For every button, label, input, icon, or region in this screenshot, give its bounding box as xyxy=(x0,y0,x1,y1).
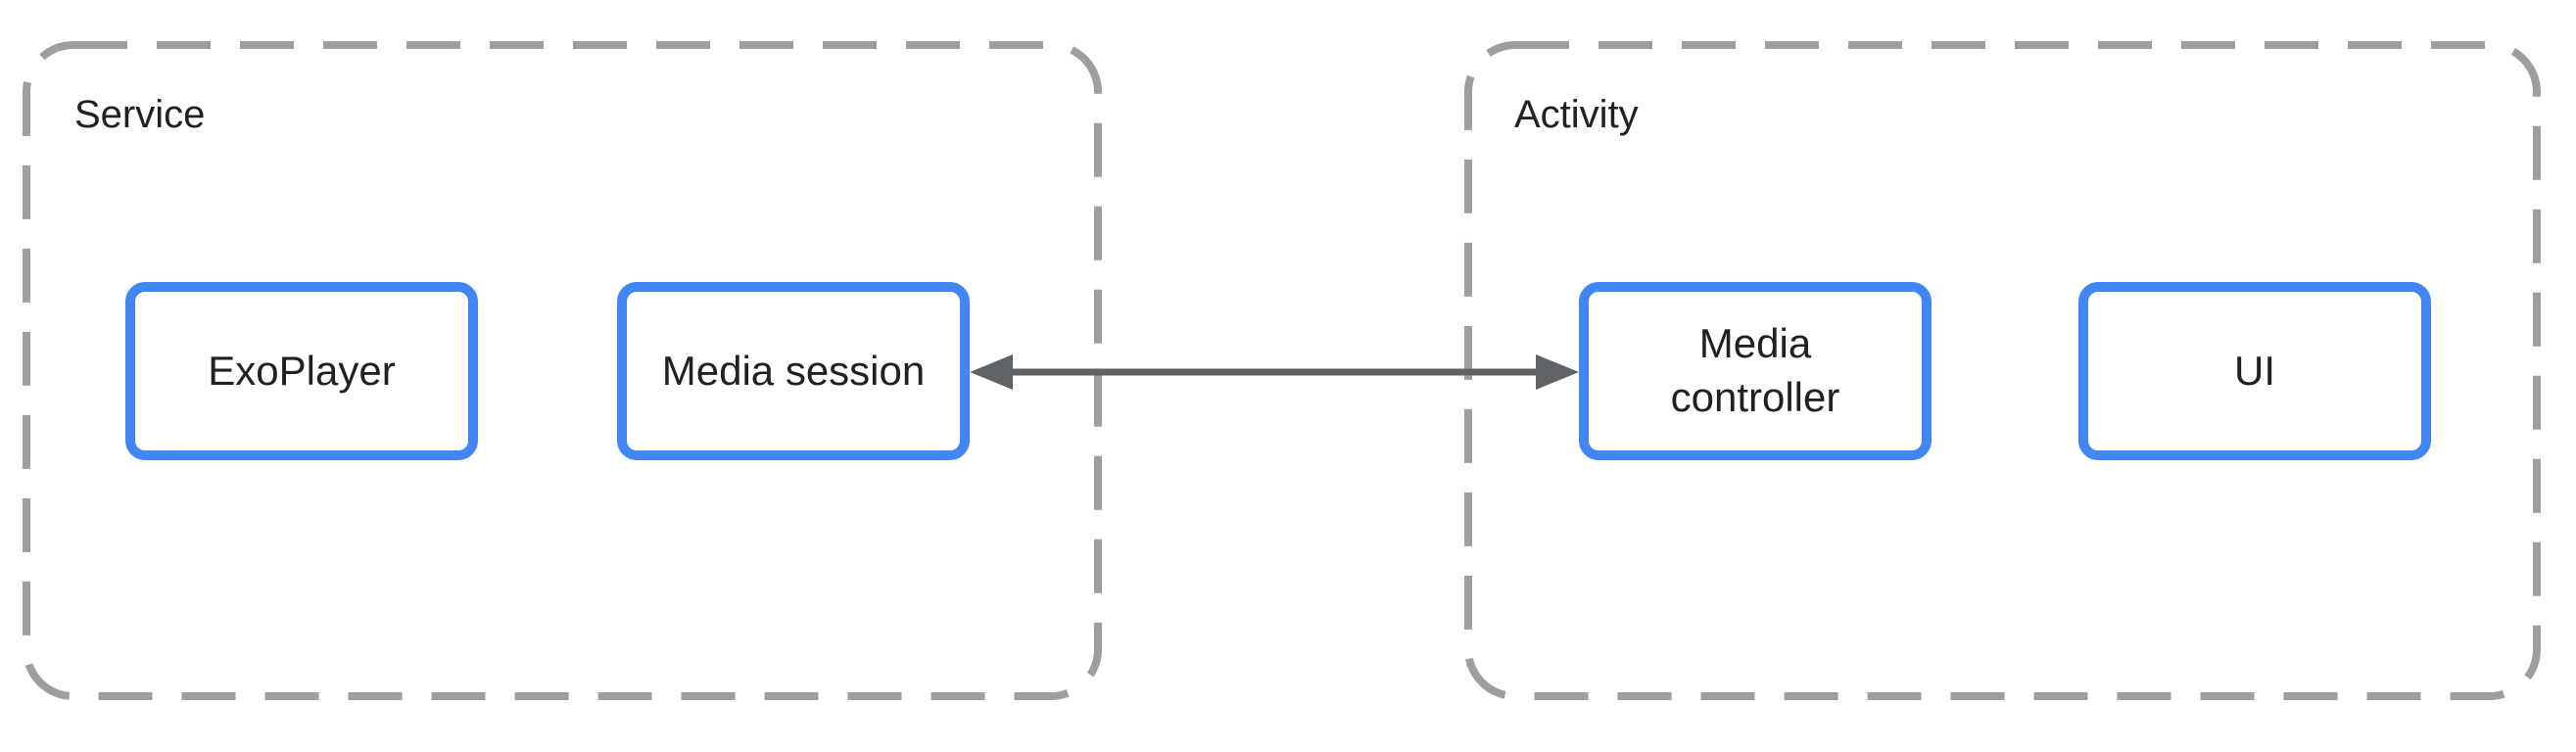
service-group-border xyxy=(23,41,1102,700)
node-media-controller-label: Media controller xyxy=(1670,320,1840,420)
node-media-session: Media session xyxy=(617,282,970,460)
node-media-session-label: Media session xyxy=(661,347,926,394)
node-ui-label: UI xyxy=(2234,347,2275,394)
node-media-controller: Media controller xyxy=(1579,282,1932,460)
session-controller-arrow xyxy=(970,354,1579,390)
node-exoplayer-label: ExoPlayer xyxy=(208,347,396,394)
arrow-head-left-icon xyxy=(970,354,1013,390)
arrow-head-right-icon xyxy=(1536,354,1579,390)
node-exoplayer: ExoPlayer xyxy=(125,282,478,460)
node-ui: UI xyxy=(2078,282,2431,460)
service-group-label: Service xyxy=(74,93,206,136)
activity-group-label: Activity xyxy=(1514,93,1639,136)
